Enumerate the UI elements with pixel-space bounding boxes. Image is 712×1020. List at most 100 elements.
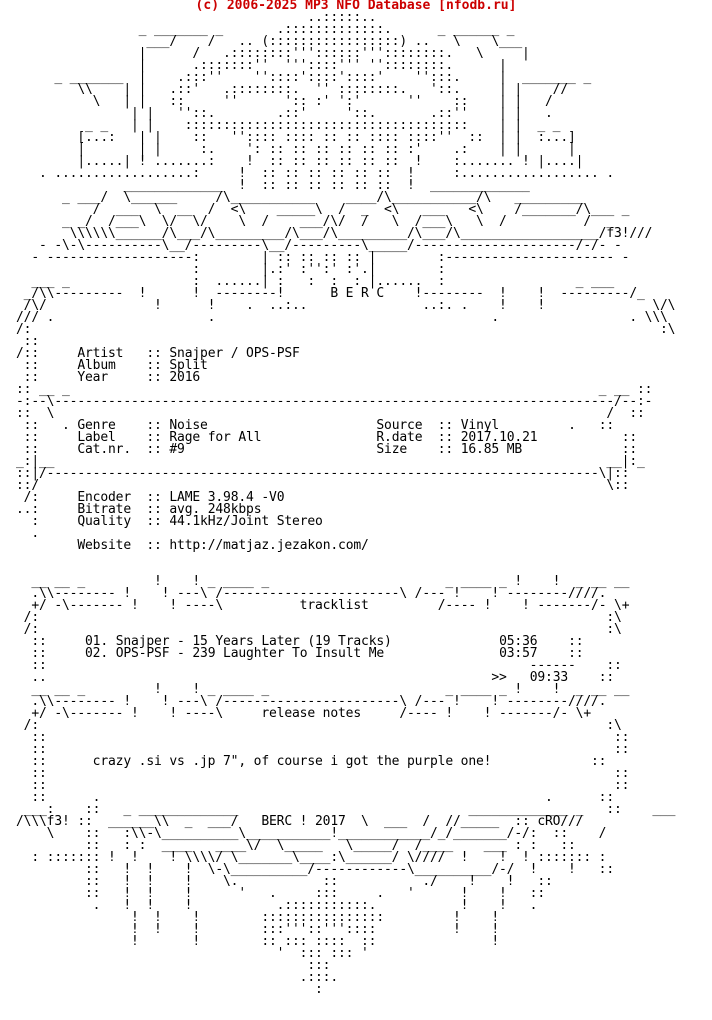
nfo-text: :: bbox=[131, 538, 170, 553]
nfo-text: /---- ! ! -------/- \+ bbox=[368, 598, 630, 613]
section-header: +/ -\------- ! ! ----\ tracklist /---- !… bbox=[16, 598, 629, 613]
nfo-text: :: bbox=[16, 358, 78, 373]
ascii-logo-line: : |.:' :'':' :'.| : bbox=[16, 262, 445, 277]
nfo-text: _ _______ | .:::'' ''::::'::::'::::' '':… bbox=[16, 70, 592, 85]
nfo-text: ..:::::.. bbox=[16, 10, 377, 25]
nfo-text: \ :: :\\-\__________\___________!_______… bbox=[16, 826, 607, 841]
ascii-footer-line: :: :: bbox=[16, 778, 629, 793]
field-label: Genre bbox=[77, 418, 116, 433]
track-number: 02. bbox=[85, 646, 109, 661]
nfo-text: ::/ \:: bbox=[16, 478, 630, 493]
info-row: :: Album :: Split bbox=[16, 358, 208, 373]
nfo-text: :: bbox=[131, 502, 170, 517]
ascii-logo-line: ___ _ : ......| : : : : |...... : _ ___ bbox=[16, 274, 614, 289]
nfo-text: :: bbox=[16, 658, 530, 673]
nfo-text: :: bbox=[568, 670, 615, 685]
nfo-text: :: :: bbox=[16, 778, 630, 793]
nfo-text: :: bbox=[537, 430, 638, 445]
nfo-text: \\\\\\______/\___/\_________/\___/\_____… bbox=[16, 226, 653, 241]
nfo-text: /:: bbox=[16, 346, 78, 361]
notes-row: :: crazy .si vs .jp 7", of course i got … bbox=[16, 754, 606, 769]
ascii-art-line: /: :\ bbox=[16, 718, 622, 733]
ascii-logo-line: ..:::::.. bbox=[16, 10, 376, 25]
nfo-text: :: : : ____ ____\/ \_____ \_____/ /____ … bbox=[16, 838, 576, 853]
ascii-footer-line: .:::. bbox=[16, 970, 339, 985]
ascii-art-line: /: :\ bbox=[16, 622, 622, 637]
field-value: #9 bbox=[169, 442, 185, 457]
nfo-text: /// . . . . \\\ bbox=[16, 310, 668, 325]
nfo-text: / ___ \ __ / <\ _____\ / _ <\ ___ <\ /__… bbox=[16, 202, 630, 217]
nfo-text: :: bbox=[407, 442, 461, 457]
ascii-footer-line: ___: :: _ _____________ _____________ _ … bbox=[16, 802, 676, 817]
ascii-footer-line: :: : : ____ ____\/ \_____ \_____/ /____ … bbox=[16, 838, 576, 853]
ascii-logo-line: [...: | | :: '':::: :::: :: :: :::: ::::… bbox=[16, 130, 576, 145]
nfo-text: /: :\ bbox=[16, 622, 622, 637]
nfo-text: :: :: bbox=[16, 766, 630, 781]
ascii-footer-line: ! ! :: ::: :::: :: ! bbox=[16, 934, 499, 949]
ascii-art-line: /: :\ bbox=[16, 610, 622, 625]
ascii-logo-line: . ..................: ! :: :: :: :: :: :… bbox=[16, 166, 614, 181]
info-row: : Quality :: 44.1kHz/Joint Stereo bbox=[16, 514, 323, 529]
nfo-text: _:|__ __|:_ bbox=[16, 454, 645, 469]
ascii-logo-line: _ _ | | ::::::::::::::::::::::::::::::::… bbox=[16, 118, 561, 133]
nfo-text: /\/ ! ! . ..:.. ..:. . ! ! \/\ bbox=[16, 298, 676, 313]
ascii-divider-line: -:--\-----------------------------------… bbox=[16, 394, 653, 409]
ascii-logo-line: _ _______ | .:::'' ''::::'::::'::::' '':… bbox=[16, 70, 591, 85]
field-value: 16.85 MB bbox=[460, 442, 523, 457]
ascii-art-line: __ __ _ ! ! _ ____ _ _ ____ _ ! ! _ __ _… bbox=[16, 574, 629, 589]
field-value: LAME 3.98.4 -V0 bbox=[169, 490, 285, 505]
ascii-logo-line: \\ | | .::' .::::::::. '' ::::::::. '::.… bbox=[16, 82, 568, 97]
section-title-release-notes: release notes bbox=[261, 706, 362, 721]
ascii-divider-line: ::/ \:: bbox=[16, 478, 630, 493]
ascii-divider-line: :: __ _ _ __ :: bbox=[16, 382, 653, 397]
ascii-logo-line: _____________ ! :: :: :: :: :: :: ! ____… bbox=[16, 178, 530, 193]
nfo-text: :: bbox=[16, 754, 93, 769]
field-label: Year bbox=[77, 370, 109, 385]
release-notes-text: crazy .si vs .jp 7", of course i got the… bbox=[92, 754, 492, 769]
field-label: Source bbox=[376, 418, 423, 433]
info-row: ..: Bitrate :: avg. 248kbps bbox=[16, 502, 262, 517]
nfo-text: _ _ | | ::::::::::::::::::::::::::::::::… bbox=[16, 118, 561, 133]
field-label: Label bbox=[77, 430, 116, 445]
nfo-text: .. bbox=[16, 670, 492, 685]
ascii-divider-line: _:|__ __|:_ bbox=[16, 454, 645, 469]
ascii-logo-line: | | ''::. .::' '::. .::'' | | . bbox=[16, 106, 553, 121]
ascii-logo-line: - -\-\----------\__/---------\__/-------… bbox=[16, 238, 622, 253]
nfo-text: /---- ! ! -------/- \+ bbox=[361, 706, 592, 721]
nfo-text: _ _/ /___\ \/ \/ \ / ___/\/ / \ /___\ \ … bbox=[16, 214, 615, 229]
nfo-text: :: . bbox=[16, 418, 78, 433]
nfo-text: :: bbox=[16, 646, 86, 661]
nfo-text: :: __ _ _ __ :: bbox=[16, 382, 653, 397]
field-label: Size bbox=[376, 442, 408, 457]
nfo-text: :: bbox=[537, 646, 584, 661]
ascii-logo-line: / ___ \ __ / <\ _____\ / _ <\ ___ <\ /__… bbox=[16, 202, 630, 217]
nfo-text: :: bbox=[115, 430, 170, 445]
nfo-text: :: ! ! ! ' . ::: . ' ! ! :: bbox=[16, 886, 546, 901]
ascii-logo-line: _ _/ /___\ \/ \/ \ / ___/\/ / \ /___\ \ … bbox=[16, 214, 614, 229]
nfo-text: :: . . :: bbox=[16, 790, 615, 805]
ascii-logo-line: ___/ / .. (:::::::::::::::::) .. \ \___ bbox=[16, 34, 522, 49]
nfo-text: [...: | | :: '':::: :::: :: :: :::: ::::… bbox=[16, 130, 576, 145]
nfo-text: _ ___/ \______ /\___________ ____/\_____… bbox=[16, 190, 584, 205]
field-value: 2017.10.21 bbox=[460, 430, 538, 445]
field-label: Bitrate bbox=[77, 502, 132, 517]
track-time: 03:57 bbox=[499, 646, 538, 661]
track-row: :: 02. OPS-PSF - 239 Laughter To Insult … bbox=[16, 646, 583, 661]
nfo-text: ___ _ : ......| : : : : |...... : _ ___ bbox=[16, 274, 615, 289]
nfo-text: :: bbox=[115, 418, 170, 433]
ascii-logo-line: /// . . . . \\\ bbox=[16, 310, 668, 325]
nfo-text: - -------------------: | :: :: :: :: | :… bbox=[16, 250, 630, 265]
ascii-art-line: __ __ _ ! ! _ ____ _ _ ____ _ ! ! _ __ _… bbox=[16, 682, 629, 697]
nfo-text: /: :\ bbox=[16, 718, 622, 733]
nfo-text: :: bbox=[123, 346, 170, 361]
field-value: 44.1kHz/Joint Stereo bbox=[169, 514, 323, 529]
nfo-text: -:--\-----------------------------------… bbox=[16, 394, 653, 409]
ascii-art-line: :: :: bbox=[16, 730, 629, 745]
total-row: .. >> 09:33 :: bbox=[16, 670, 614, 685]
nfo-text: ! ! ! :::'''::''':::: ! ! bbox=[16, 922, 500, 937]
nfo-text: ..: bbox=[16, 502, 78, 517]
nfo-text: _____________ ! :: :: :: :: :: :: ! ____… bbox=[16, 178, 530, 193]
ascii-footer-line: . ! ! ! .:::::::::::. ! ! . bbox=[16, 898, 538, 913]
ascii-logo-line: | / .::::::::'''::::::'''::::::::. \ | bbox=[16, 46, 530, 61]
nfodb-header: (c) 2006-2025 MP3 NFO Database [nfodb.ru… bbox=[195, 0, 517, 13]
